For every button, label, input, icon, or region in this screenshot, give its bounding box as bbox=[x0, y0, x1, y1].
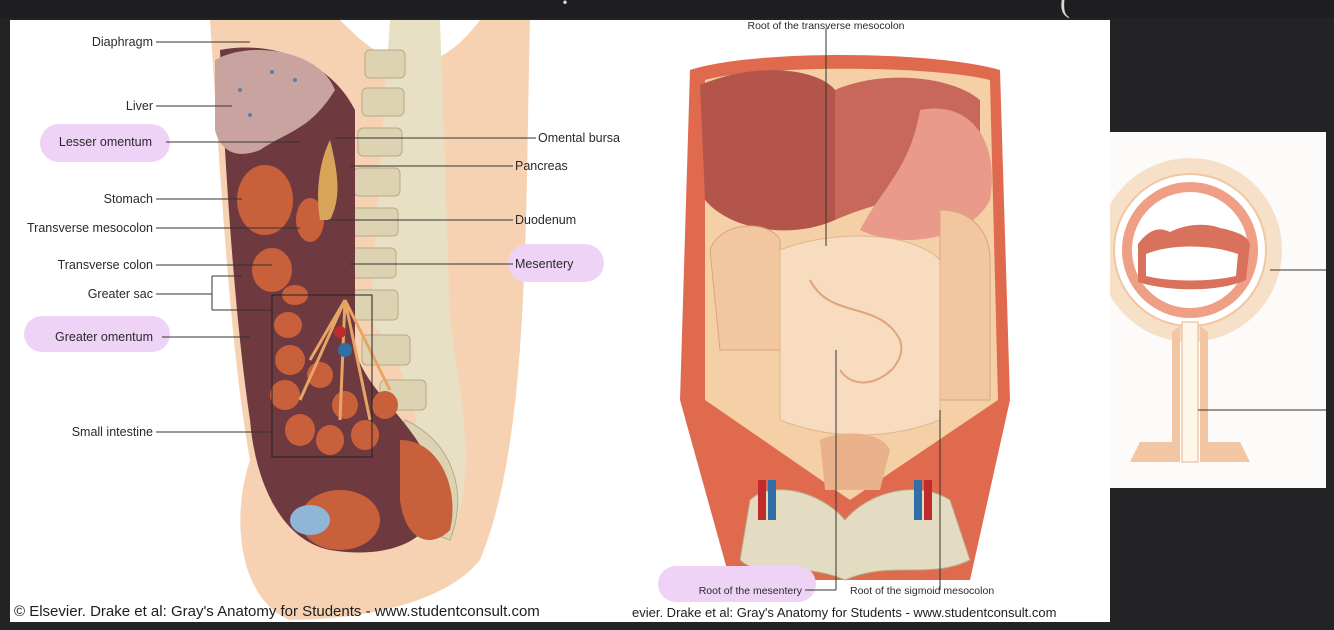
label-root-sigmoid-mesocolon: Root of the sigmoid mesocolon bbox=[850, 585, 994, 597]
label-stomach: Stomach bbox=[104, 192, 153, 206]
label-liver: Liver bbox=[126, 99, 153, 113]
title-fragment-left: · bbox=[560, 0, 570, 20]
label-root-transverse-mesocolon: Root of the transverse mesocolon bbox=[748, 20, 905, 32]
label-transverse-mesocolon: Transverse mesocolon bbox=[27, 221, 153, 235]
label-duodenum: Duodenum bbox=[515, 213, 576, 227]
sagittal-section-panel: Diaphragm Liver Lesser omentum Stomach T… bbox=[10, 20, 630, 622]
label-mesentery: Mesentery bbox=[515, 257, 574, 271]
label-lesser-omentum: Lesser omentum bbox=[59, 135, 152, 149]
label-diaphragm: Diaphragm bbox=[92, 35, 153, 49]
label-root-mesentery: Root of the mesentery bbox=[699, 585, 803, 597]
anterior-view-illustration: Root of the transverse mesocolon Root of… bbox=[630, 20, 1110, 622]
label-omental-bursa: Omental bursa bbox=[538, 131, 620, 145]
liver-right-lobe bbox=[700, 70, 835, 230]
label-pancreas: Pancreas bbox=[515, 159, 568, 173]
sagittal-section-illustration: Diaphragm Liver Lesser omentum Stomach T… bbox=[10, 20, 630, 622]
mesentery-schematic-panel bbox=[1110, 132, 1326, 488]
title-fragment-right: ( bbox=[1060, 0, 1070, 20]
label-transverse-colon: Transverse colon bbox=[58, 258, 153, 272]
label-small-intestine: Small intestine bbox=[72, 425, 153, 439]
anterior-view-panel: Root of the transverse mesocolon Root of… bbox=[630, 20, 1110, 622]
label-greater-omentum: Greater omentum bbox=[55, 330, 153, 344]
label-greater-sac: Greater sac bbox=[88, 287, 153, 301]
mesentery-schematic-illustration bbox=[1110, 132, 1326, 488]
credit-middle: evier. Drake et al: Gray's Anatomy for S… bbox=[632, 605, 1056, 620]
top-title-strip: · ( bbox=[0, 0, 1334, 18]
credit-left: © Elsevier. Drake et al: Gray's Anatomy … bbox=[14, 603, 540, 620]
